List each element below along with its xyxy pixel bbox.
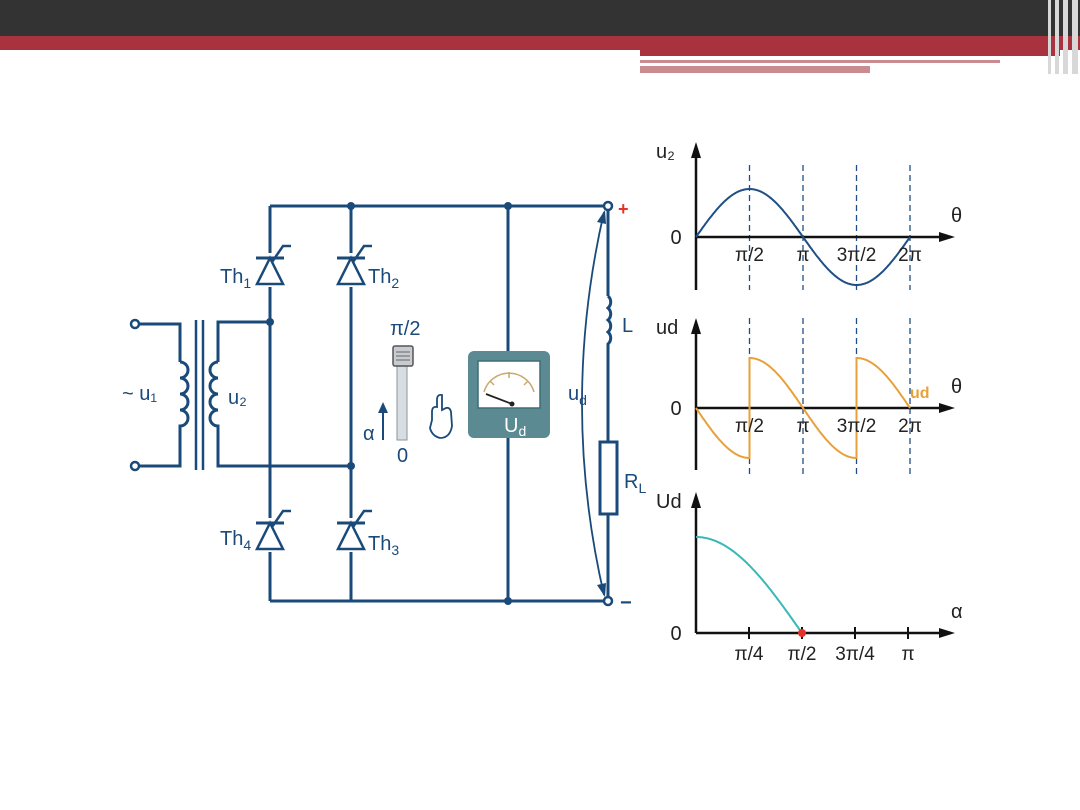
x-tick-label: π/2 xyxy=(735,245,764,266)
junction-dot xyxy=(266,318,274,326)
slide-accent-line xyxy=(640,50,1060,56)
operating-point-marker xyxy=(798,629,807,637)
secondary-wire xyxy=(216,320,270,362)
x-axis-label: θ xyxy=(951,376,962,398)
origin-label: 0 xyxy=(670,398,681,420)
y-axis-arrow-icon xyxy=(691,142,701,158)
thyristor-th2-icon xyxy=(335,244,372,287)
junction-dot xyxy=(347,202,355,210)
slider-top-label: π/2 xyxy=(390,318,420,340)
x-tick-label: π/2 xyxy=(735,416,764,437)
source-label: ~ u₁ xyxy=(122,383,157,405)
series-u2-line xyxy=(695,188,911,286)
slide-corner-stripes xyxy=(1046,0,1080,74)
secondary-coil xyxy=(208,360,220,428)
x-tick-label: π xyxy=(796,416,809,437)
secondary-wire xyxy=(216,428,351,468)
slide-accent-bar xyxy=(0,36,1080,50)
inductor-label: L xyxy=(622,315,633,337)
hand-pointer-icon xyxy=(429,393,453,439)
source-wire xyxy=(139,322,182,362)
source-wire xyxy=(139,428,182,468)
x-tick-label: π/4 xyxy=(735,644,764,665)
series-Ud-line xyxy=(696,536,803,634)
th3-label: Th3 xyxy=(368,533,399,558)
alpha-label: α xyxy=(363,423,375,445)
source-terminal-bottom xyxy=(129,460,141,472)
x-tick-label: 2π xyxy=(898,416,922,437)
thyristor-th1-icon xyxy=(254,244,291,287)
th2-label: Th2 xyxy=(368,266,399,291)
x-tick-label: 3π/2 xyxy=(837,416,877,437)
series-ud-line xyxy=(695,357,911,459)
x-axis-label: α xyxy=(951,601,963,623)
primary-coil xyxy=(178,360,190,428)
x-axis-arrow-icon xyxy=(939,232,955,242)
y-axis-arrow-icon xyxy=(691,492,701,508)
junction-dot xyxy=(504,202,512,210)
thyristor-th4-icon xyxy=(254,509,291,552)
output-voltage-label: ud xyxy=(568,383,587,408)
voltmeter-icon xyxy=(468,351,550,438)
voltage-arrow xyxy=(581,211,605,596)
junction-dot xyxy=(347,462,355,470)
output-terminal-plus xyxy=(602,200,614,212)
y-axis-arrow-icon xyxy=(691,318,701,334)
x-tick-label: π/2 xyxy=(788,644,817,665)
series-ud-label: ud xyxy=(910,385,930,402)
x-tick-label: 3π/4 xyxy=(835,644,875,665)
slide-top-bar xyxy=(0,0,1080,36)
x-axis-arrow-icon xyxy=(939,628,955,638)
minus-sign: − xyxy=(620,592,632,614)
chart-ud: 0 ud θ ud π/2 π 3π/2 2π xyxy=(656,317,962,475)
thyristor-th3-icon xyxy=(335,509,372,552)
x-tick-label: 2π xyxy=(898,245,922,266)
slide-accent-line xyxy=(640,66,870,73)
x-tick-label: π xyxy=(901,644,914,665)
x-axis-arrow-icon xyxy=(939,403,955,413)
x-axis-label: θ xyxy=(951,205,962,227)
arrow-head-icon xyxy=(597,583,606,597)
output-terminal-minus xyxy=(602,595,614,607)
secondary-label: u₂ xyxy=(228,387,247,409)
plus-sign: + xyxy=(618,199,629,219)
junction-dot xyxy=(504,597,512,605)
origin-label: 0 xyxy=(670,623,681,645)
resistor-icon xyxy=(598,440,619,516)
x-tick-label: 3π/2 xyxy=(837,245,877,266)
th1-label: Th1 xyxy=(220,266,251,291)
slide-accent-line xyxy=(640,60,1000,63)
y-axis-label: Ud xyxy=(656,491,682,513)
chart-u2: 0 u₂ θ π/2 π 3π/2 2π xyxy=(656,141,962,290)
source-terminal-top xyxy=(129,318,141,330)
arrow-head-icon xyxy=(597,210,606,224)
circuit: ~ u₁ u₂ xyxy=(122,199,646,614)
x-tick-label: π xyxy=(796,245,809,266)
resistor-label: RL xyxy=(624,471,646,496)
slider-bottom-label: 0 xyxy=(397,445,408,467)
y-axis-label: ud xyxy=(656,317,678,339)
y-axis-label: u₂ xyxy=(656,141,675,163)
inductor-icon xyxy=(605,294,613,442)
chart-Ud-vs-alpha: 0 Ud α π/4 π/2 3π/4 π xyxy=(656,491,963,665)
origin-label: 0 xyxy=(670,227,681,249)
th4-label: Th4 xyxy=(220,528,251,553)
meter-label: Ud xyxy=(504,415,526,439)
